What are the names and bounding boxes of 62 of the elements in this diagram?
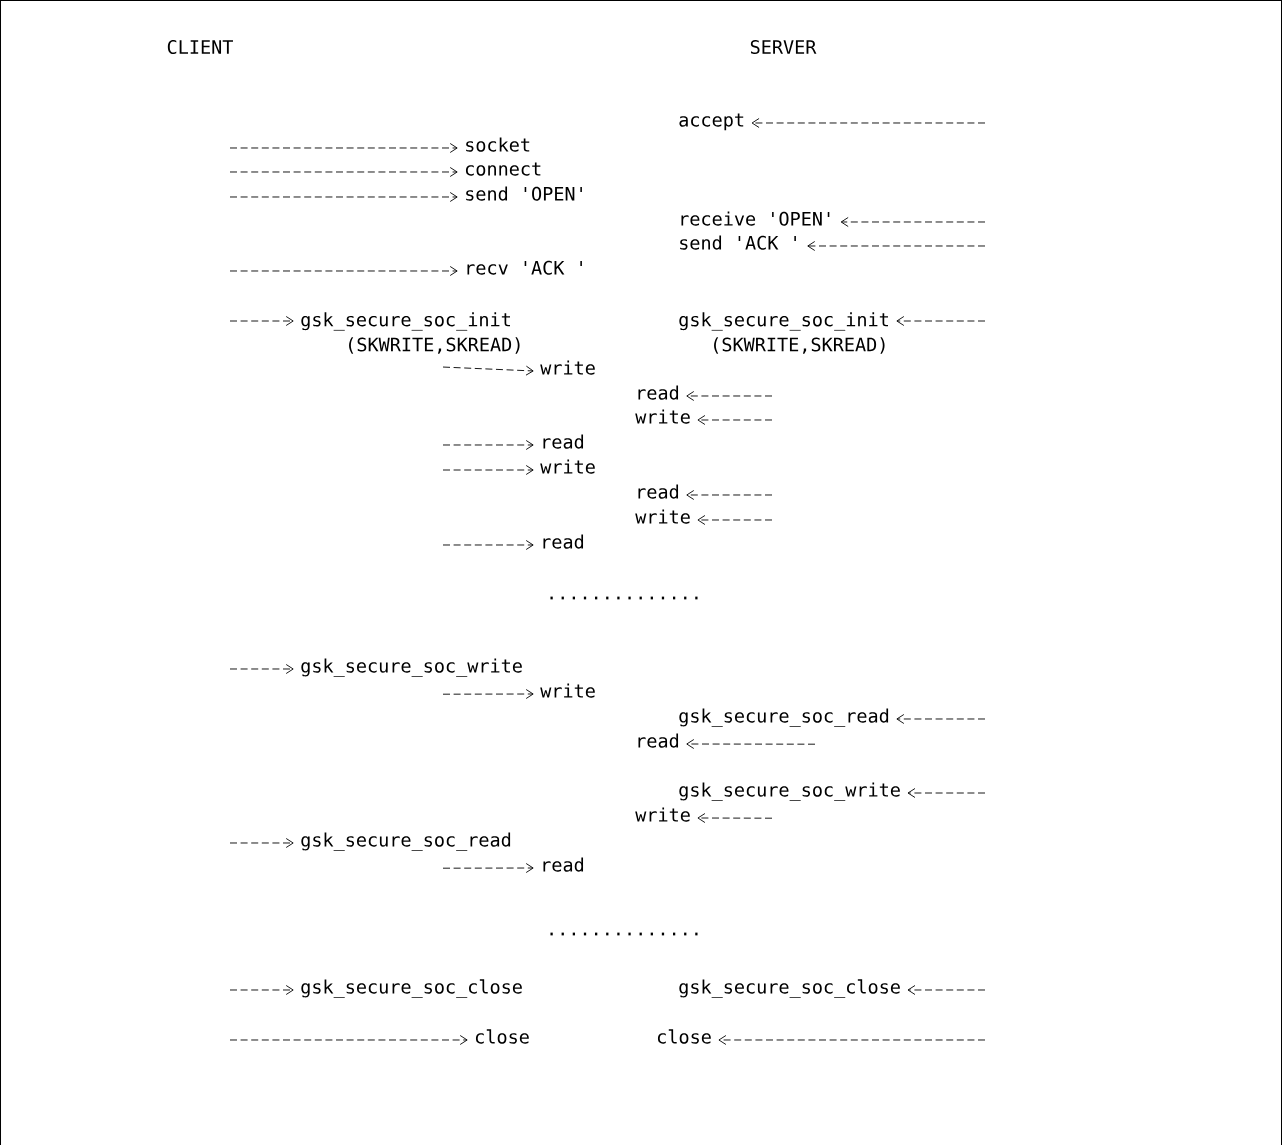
arrow bbox=[229, 167, 458, 177]
call-text: receive 'OPEN' bbox=[681, 211, 830, 226]
call-text: read bbox=[638, 385, 679, 400]
call-text: read bbox=[638, 484, 679, 499]
arrow bbox=[229, 838, 294, 848]
call-text: gsk_secure_soc_init (SKWRITE,SKREAD) bbox=[679, 312, 888, 354]
call-text: write bbox=[540, 459, 595, 474]
call-text: send 'ACK ' bbox=[680, 235, 796, 250]
call-text: write bbox=[635, 509, 690, 524]
call-text: connect bbox=[465, 162, 541, 176]
arrow bbox=[840, 217, 986, 227]
arrow bbox=[686, 739, 816, 749]
call-text: gsk_secure_soc_close bbox=[679, 979, 900, 998]
call-text: gsk_secure_soc_close bbox=[301, 979, 522, 998]
call-text: send 'OPEN' bbox=[466, 186, 582, 201]
call-text: write bbox=[635, 409, 690, 424]
arrow bbox=[807, 241, 986, 251]
arrow bbox=[442, 465, 534, 475]
arrow bbox=[229, 266, 458, 276]
arrow bbox=[751, 118, 986, 128]
call-text: socket bbox=[466, 137, 530, 152]
arrow bbox=[907, 985, 986, 995]
text-label: SERVER bbox=[750, 40, 817, 54]
text-label: CLIENT bbox=[167, 40, 233, 54]
call-text: close bbox=[475, 1029, 529, 1044]
text-label: .............. bbox=[550, 932, 698, 936]
call-text: close bbox=[657, 1029, 711, 1044]
call-text: gsk_secure_soc_read bbox=[301, 832, 511, 851]
arrow bbox=[718, 1035, 986, 1045]
arrow bbox=[442, 689, 534, 699]
arrow bbox=[442, 540, 534, 550]
arrow bbox=[697, 515, 773, 525]
call-text: gsk_secure_soc_init (SKWRITE,SKREAD) bbox=[301, 312, 520, 354]
arrow bbox=[442, 365, 534, 376]
call-text: read bbox=[543, 434, 584, 449]
arrow bbox=[896, 316, 986, 326]
arrow bbox=[229, 143, 458, 153]
call-text: read bbox=[543, 857, 584, 872]
call-text: write bbox=[635, 807, 690, 822]
arrow bbox=[697, 813, 773, 823]
arrow bbox=[229, 1035, 468, 1045]
call-text: recv 'ACK ' bbox=[467, 260, 582, 275]
arrow bbox=[442, 440, 534, 450]
call-text: read bbox=[638, 733, 679, 748]
call-text: write bbox=[540, 360, 595, 375]
call-text: write bbox=[540, 683, 595, 698]
call-text: accept bbox=[679, 113, 744, 131]
arrow bbox=[229, 664, 294, 674]
arrow bbox=[229, 985, 294, 995]
arrow bbox=[442, 863, 534, 873]
call-text: gsk_secure_soc_write bbox=[679, 782, 900, 801]
arrow bbox=[229, 316, 294, 326]
call-text: gsk_secure_soc_read bbox=[679, 708, 889, 727]
call-text: gsk_secure_soc_write bbox=[301, 658, 522, 677]
arrow bbox=[907, 788, 986, 798]
arrow bbox=[686, 391, 773, 401]
arrow bbox=[896, 714, 986, 724]
arrow bbox=[697, 415, 773, 425]
arrow bbox=[686, 490, 773, 500]
call-text: read bbox=[543, 534, 584, 549]
arrow bbox=[229, 192, 458, 202]
text-label: .............. bbox=[550, 596, 698, 600]
